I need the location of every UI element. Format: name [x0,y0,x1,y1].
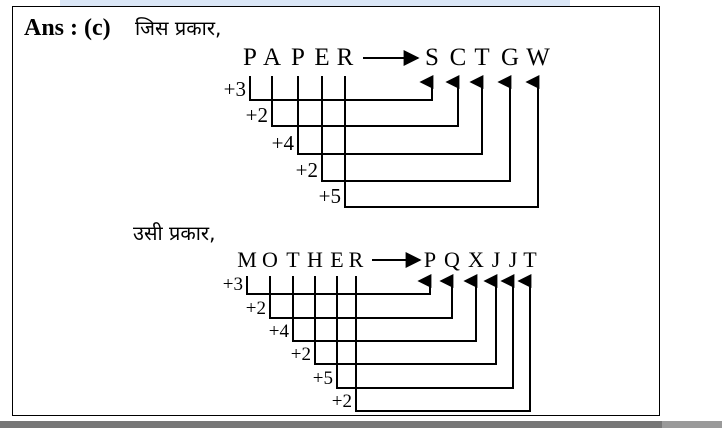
top-highlight-strip [60,0,570,6]
example1-target-letter: S [425,44,439,71]
example2-connector [314,274,498,365]
example1-shift-label: +2 [246,103,268,127]
bottom-rule-cap [662,421,722,428]
example2-shift-label: +4 [269,321,290,342]
example1-connector [344,75,540,208]
example1-shift-label: +3 [224,77,246,101]
example1-shift-label: +2 [296,158,318,182]
middle-text: उसी प्रकार, [133,221,215,245]
example1-connector [297,75,484,155]
example2-source-letter: T [286,247,300,272]
example2-target-letter: J [509,247,518,272]
example2-source-letter: H [307,247,323,272]
example1-target-letter: C [450,44,467,71]
example2-shift-label: +2 [246,298,266,319]
example2-shift-label: +2 [291,344,311,365]
example2-target-letter: T [523,247,537,272]
example1-source-letter: P [291,44,305,71]
example2-connector [292,274,478,342]
answer-frame [12,6,660,416]
intro-text: जिस प्रकार, [135,16,221,40]
example2-source-letter: E [330,247,343,272]
example2-shift-label: +2 [332,391,352,412]
answer-label: Ans : (c) [24,15,111,41]
example1-source-letter: R [337,44,354,71]
example2-target-letter: X [468,247,484,272]
example2-target-letter: P [424,247,436,272]
example1-target-letter: W [526,44,550,71]
example2-target-letter: J [492,247,501,272]
example1-connector [249,75,434,101]
example1-connector [321,75,512,182]
bottom-rule [0,421,722,428]
example1-shift-label: +4 [272,131,295,155]
example2-source-letter: O [262,247,278,272]
example2-connector [246,274,432,295]
example2-shift-label: +3 [223,274,243,295]
example2-connector [336,274,515,389]
example1-target-letter: T [474,44,489,71]
example1-source-letter: E [314,44,329,71]
example2-target-letter: Q [444,247,460,272]
example2-shift-label: +5 [313,368,333,389]
example1-source-letter: A [263,44,281,71]
example1-source-letter: P [243,44,257,71]
example2-source-letter: R [349,247,364,272]
example1-connector [271,75,460,127]
example2-connector [355,274,532,412]
example2-source-letter: M [237,247,257,272]
example1-target-letter: G [501,44,519,71]
example1-shift-label: +5 [319,184,341,208]
example2-connector [269,274,454,319]
